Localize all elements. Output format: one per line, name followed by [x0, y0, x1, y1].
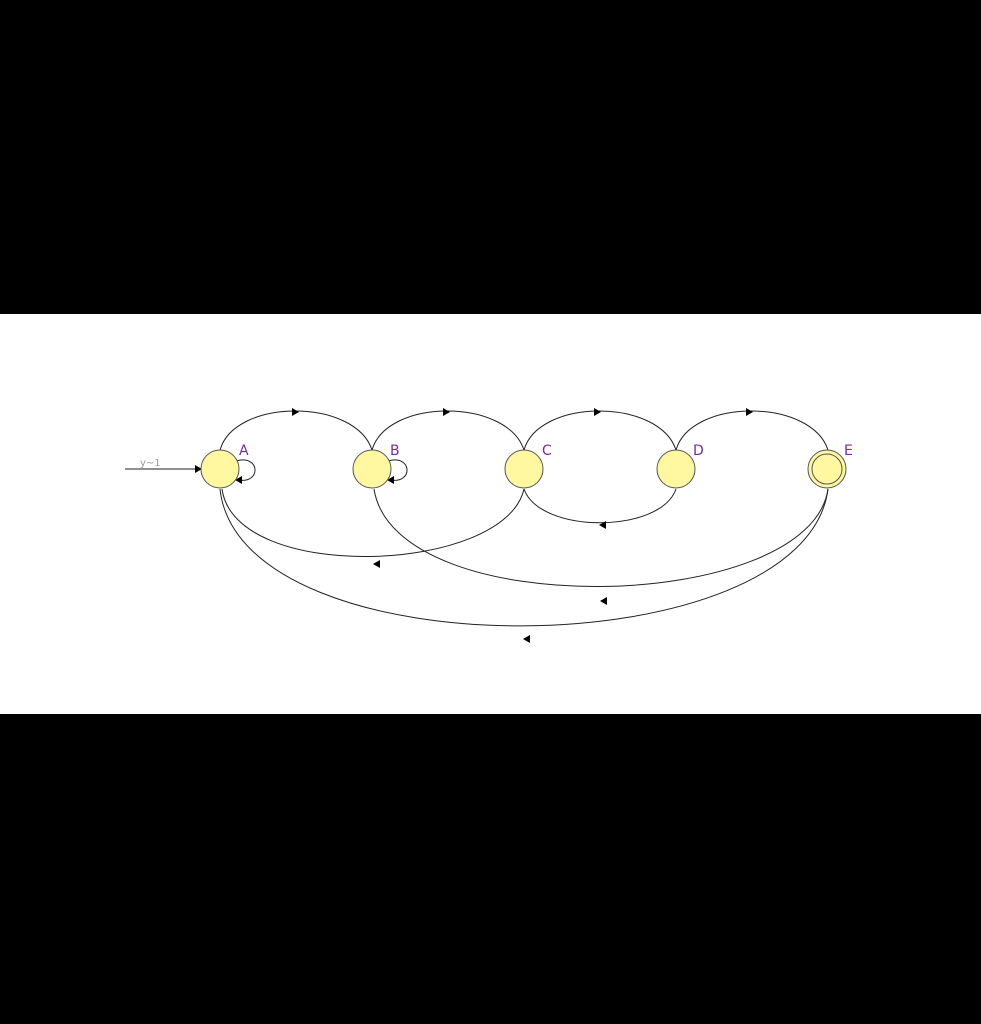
state-d[interactable] [656, 449, 696, 489]
state-b[interactable] [352, 449, 392, 489]
edge-a-to-a-arrowhead [235, 476, 242, 484]
state-c[interactable] [504, 449, 544, 489]
state-a-label: A [239, 443, 249, 459]
edge-c-to-d-arrowhead [594, 408, 601, 416]
state-e-label: E [844, 443, 853, 459]
diagram-canvas: y~1 A B C D E [0, 314, 981, 714]
state-a[interactable] [200, 449, 240, 489]
state-b-label: B [390, 443, 400, 459]
edge-b-to-b [387, 459, 408, 481]
edge-a-to-b-arrowhead [292, 408, 299, 416]
edge-d-to-c [523, 488, 677, 524]
edge-d-to-e-arrowhead [746, 408, 753, 416]
edge-e-to-b-arrowhead [600, 597, 607, 605]
edge-b-to-c-arrowhead [443, 408, 450, 416]
edge-e-to-a [219, 488, 829, 627]
start-arrowhead [195, 465, 202, 473]
state-e[interactable] [807, 449, 847, 489]
edge-a-to-a [235, 459, 256, 481]
state-diagram: y~1 A B C D E [125, 408, 853, 643]
edge-b-to-b-arrowhead [387, 476, 394, 484]
state-c-label: C [542, 443, 552, 459]
edge-c-to-a [221, 488, 525, 557]
edge-e-to-b [373, 488, 829, 588]
state-e-accepting-ring [811, 453, 843, 485]
start-label: y~1 [140, 458, 161, 469]
edge-d-to-c-arrowhead [599, 521, 606, 529]
state-d-label: D [693, 443, 704, 459]
edge-e-to-a-arrowhead [523, 635, 530, 643]
edge-c-to-a-arrowhead [373, 560, 380, 568]
